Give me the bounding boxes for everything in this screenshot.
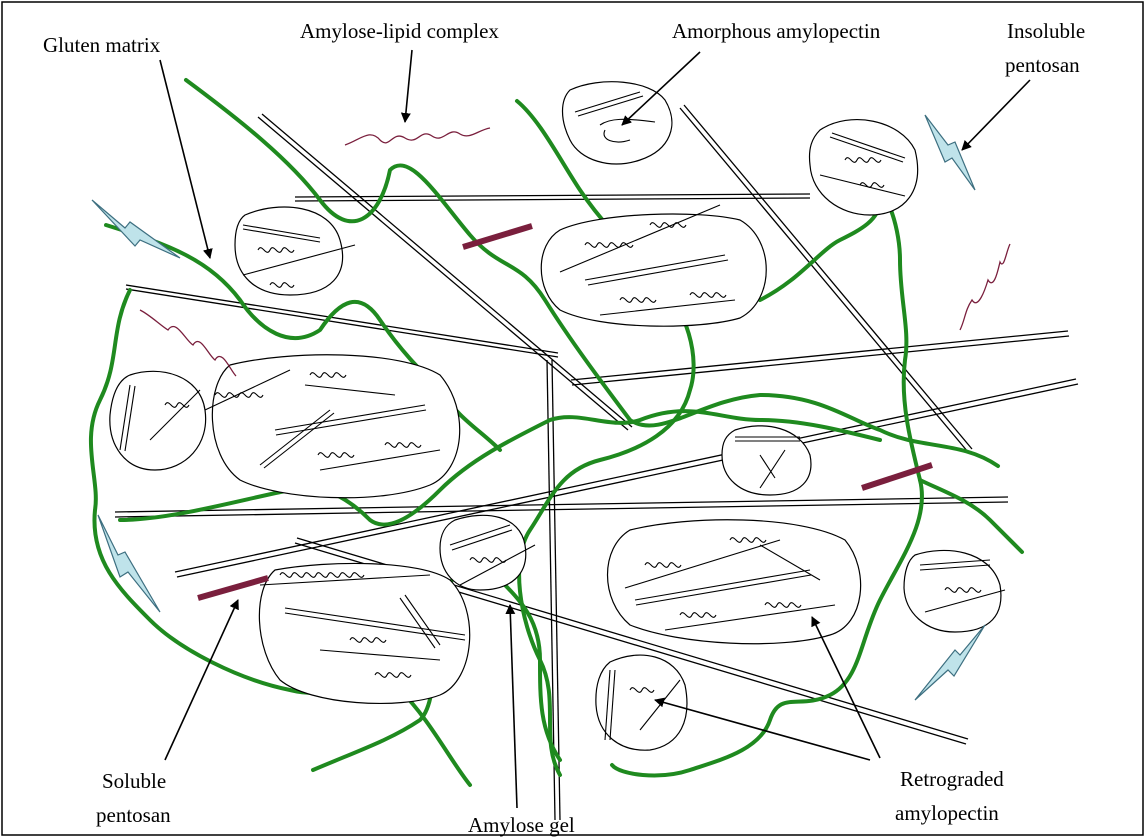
amylose-gel-strand (295, 194, 810, 201)
amylose-gel-strand (126, 285, 558, 357)
starch-granule (608, 520, 861, 644)
insoluble-pentosan (915, 625, 985, 700)
starch-granule (205, 355, 460, 498)
label-soluble-pentosan-line1: Soluble (102, 769, 166, 793)
label-amylose-lipid-complex: Amylose-lipid complex (300, 19, 499, 43)
arrow-soluble-pentosan (165, 600, 238, 760)
starch-granule (110, 371, 206, 470)
label-insoluble-pentosan-line1: Insoluble (1007, 19, 1085, 43)
arrow-gluten-matrix (160, 60, 210, 258)
label-soluble-pentosan-line2: pentosan (96, 803, 171, 827)
starch-granule (809, 120, 917, 215)
starch-granule (235, 207, 355, 295)
label-retrograded-amylopectin-line2: amylopectin (895, 801, 999, 825)
label-amorphous-amylopectin: Amorphous amylopectin (672, 19, 881, 43)
starch-granule (259, 563, 469, 703)
amylose-gel-strand (571, 331, 1069, 385)
amylose-lipid-complex (345, 128, 490, 145)
arrow-insoluble-pentosan (962, 80, 1030, 150)
starch-granule (541, 205, 766, 326)
soluble-pentosan (198, 578, 268, 598)
starch-granule (904, 550, 1005, 632)
gluten-strand (920, 480, 1022, 552)
amylose-lipid-complex (140, 310, 236, 376)
arrow-retrograded-amylopectin-1 (812, 617, 880, 758)
amylose-lipid-complex (960, 244, 1010, 330)
arrow-amylose-lipid-complex (405, 50, 412, 122)
starch-granule (722, 426, 811, 495)
insoluble-pentosan (925, 115, 975, 190)
insoluble-pentosan (92, 200, 180, 258)
label-amylose-gel: Amylose gel (468, 813, 575, 837)
arrow-retrograded-amylopectin-2 (655, 700, 870, 760)
label-retrograded-amylopectin-line1: Retrograded (900, 767, 1004, 791)
label-gluten-matrix: Gluten matrix (43, 33, 161, 57)
arrow-amylose-gel (510, 605, 517, 808)
starch-granule (596, 655, 687, 750)
label-insoluble-pentosan-line2: pentosan (1005, 53, 1080, 77)
